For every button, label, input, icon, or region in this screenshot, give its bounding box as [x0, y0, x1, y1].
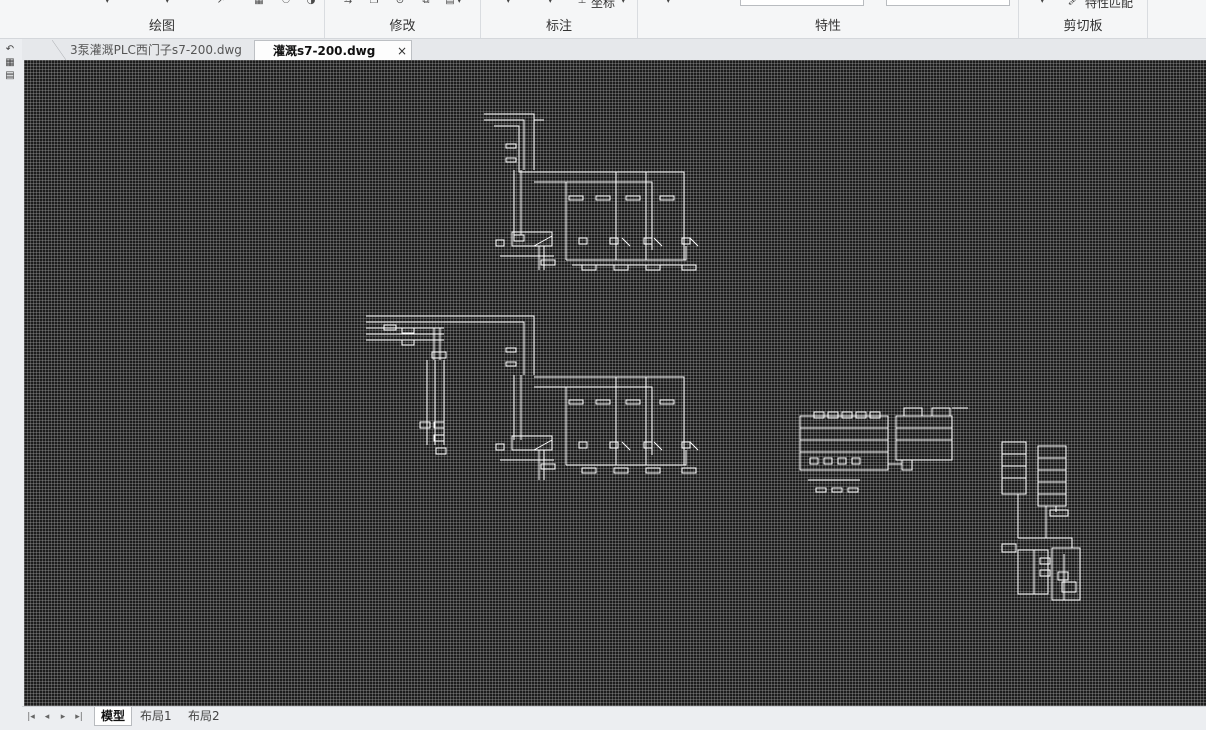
tab-model[interactable]: 模型 — [94, 707, 133, 726]
ribbon-group-dimension: ▾ ▾ ⊥ 坐标 ▾ 标注 — [481, 0, 638, 38]
pencil-icon[interactable]: ↗ — [216, 0, 226, 6]
undo-arrow-icon[interactable]: ↶ — [5, 44, 15, 55]
ribbon-group-draw: ▾ ▾ ↗ ▦ ⚇ ◑ 绘图 — [0, 0, 325, 38]
prev-layout-icon[interactable]: ◂ — [44, 712, 50, 722]
mirror-icon[interactable]: ⧉ — [422, 0, 430, 6]
dropdown-arrow-icon[interactable]: ▾ — [105, 0, 110, 6]
dropdown-arrow-icon[interactable]: ▾ — [1040, 0, 1045, 6]
group-label-dimension: 标注 — [545, 19, 572, 34]
grid-icon[interactable]: ▦ — [5, 57, 15, 68]
drawing-canvas[interactable] — [24, 60, 1206, 706]
cad-drawing — [366, 113, 1081, 601]
dropdown-arrow-icon[interactable]: ▾ — [506, 0, 511, 6]
ribbon-group-clipboard: ▾ 🖌 特性匹配 剪切板 — [1019, 0, 1148, 38]
panel-icon[interactable]: ▤ — [5, 70, 15, 81]
move-icon[interactable]: ⇆ — [343, 0, 353, 6]
ribbon-group-properties: ▾ 特性 — [638, 0, 1019, 38]
first-layout-icon[interactable]: |◂ — [27, 712, 35, 722]
color-combo[interactable] — [740, 0, 864, 6]
block-icon[interactable]: ⚇ — [281, 0, 291, 6]
dropdown-arrow-icon[interactable]: ▾ — [666, 0, 671, 6]
dropdown-arrow-icon[interactable]: ▾ — [548, 0, 553, 6]
copy-icon[interactable]: ❐ — [369, 0, 379, 6]
tab-label: 3泵灌溉PLC西门子s7-200.dwg — [70, 43, 242, 57]
dropdown-arrow-icon[interactable]: ▾ — [457, 0, 462, 6]
dropdown-arrow-icon[interactable]: ▾ — [621, 0, 626, 6]
left-toolbar: ↶ ▦ ▤ — [0, 39, 22, 729]
array-icon[interactable]: ▤ — [445, 0, 455, 6]
layout-tab-bar: |◂ ◂ ▸ ▸| 模型 布局1 布局2 — [22, 706, 1206, 730]
match-properties-label[interactable]: 特性匹配 — [1085, 0, 1134, 10]
schematic-top — [484, 113, 699, 271]
tab-label: 灌溉s7-200.dwg — [273, 44, 376, 58]
match-properties-icon[interactable]: 🖌 — [1067, 0, 1081, 6]
coordinate-icon[interactable]: ⊥ — [577, 0, 587, 6]
tab-document-irrigation[interactable]: 灌溉s7-200.dwg × — [254, 40, 412, 61]
group-label-draw: 绘图 — [148, 19, 175, 34]
wiring-block-diagram — [1001, 441, 1081, 601]
document-tab-bar: 3泵灌溉PLC西门子s7-200.dwg 灌溉s7-200.dwg × — [22, 39, 1206, 61]
group-label-modify: 修改 — [389, 19, 416, 34]
region-icon[interactable]: ◑ — [306, 0, 316, 6]
tab-layout1[interactable]: 布局1 — [140, 709, 172, 723]
close-icon[interactable]: × — [396, 44, 407, 58]
coordinate-label[interactable]: 坐标 — [591, 0, 616, 10]
terminal-block-diagram — [799, 407, 968, 493]
linetype-combo[interactable] — [886, 0, 1010, 6]
ribbon: ▾ ▾ ↗ ▦ ⚇ ◑ 绘图 ⇆ ❐ ⊙ ⧉ ▤ ▾ 修改 ▾ ▾ ⊥ 坐标 ▾… — [0, 0, 1206, 39]
rotate-icon[interactable]: ⊙ — [395, 0, 405, 6]
dropdown-arrow-icon[interactable]: ▾ — [165, 0, 170, 6]
schematic-middle — [366, 315, 699, 480]
ribbon-group-modify: ⇆ ❐ ⊙ ⧉ ▤ ▾ 修改 — [325, 0, 481, 38]
group-label-clipboard: 剪切板 — [1063, 19, 1103, 34]
tab-document-pump[interactable]: 3泵灌溉PLC西门子s7-200.dwg — [52, 40, 260, 61]
hatch-icon[interactable]: ▦ — [254, 0, 264, 6]
tab-layout2[interactable]: 布局2 — [188, 709, 220, 723]
next-layout-icon[interactable]: ▸ — [60, 712, 66, 722]
group-label-properties: 特性 — [814, 19, 841, 34]
last-layout-icon[interactable]: ▸| — [75, 712, 83, 722]
